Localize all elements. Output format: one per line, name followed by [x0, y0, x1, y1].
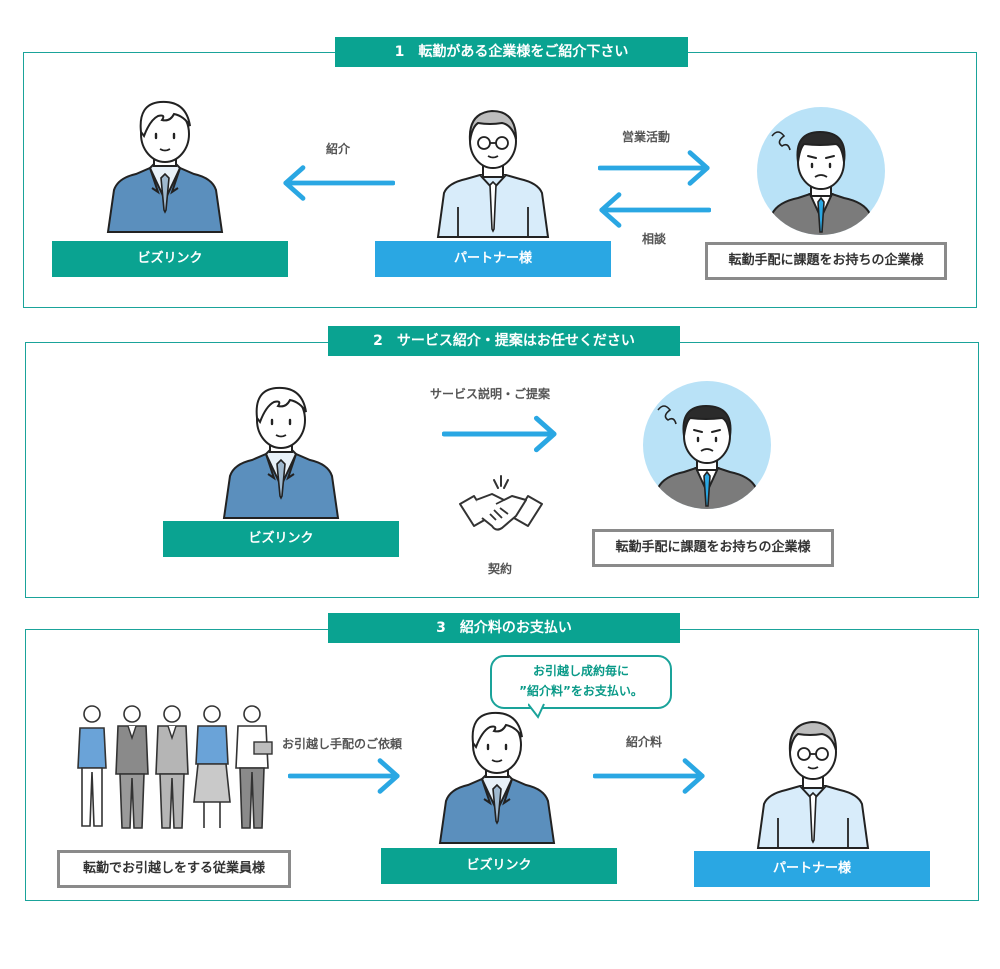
bizlink-person-icon: [100, 92, 230, 237]
employees-label: 転勤でお引越しをする従業員様: [57, 850, 291, 888]
request-caption: お引越し手配のご依頼: [282, 737, 403, 751]
partner-label-3: パートナー様: [694, 851, 930, 887]
employees-group-icon: [70, 702, 276, 834]
worried-company-icon-2: [642, 380, 772, 510]
introduce-arrow-icon: [280, 163, 395, 203]
bizlink-label-2: ビズリンク: [163, 521, 399, 557]
contract-caption: 契約: [488, 562, 513, 576]
section-2-heading: 2 サービス紹介・提案はお任せください: [328, 326, 680, 356]
bubble-line-2: ”紹介料”をお支払い。: [519, 684, 643, 698]
explain-caption: サービス説明・ご提案: [430, 387, 551, 401]
partner-person-icon-3: [748, 708, 878, 853]
consult-caption: 相談: [642, 232, 667, 246]
worried-company-icon: [756, 106, 886, 236]
request-arrow-icon: [288, 756, 403, 796]
bizlink-label: ビズリンク: [52, 241, 288, 277]
fee-arrow-icon: [593, 756, 708, 796]
fee-caption: 紹介料: [626, 735, 663, 749]
fee-speech-bubble: お引越し成約毎に ”紹介料”をお支払い。: [490, 655, 672, 709]
bubble-tail-icon: [528, 703, 548, 719]
partner-person-icon: [428, 97, 558, 242]
introduce-caption: 紹介: [326, 142, 351, 156]
sales-caption: 営業活動: [622, 130, 671, 144]
handshake-icon: [456, 474, 546, 536]
bizlink-person-icon-2: [216, 378, 346, 523]
partner-label: パートナー様: [375, 241, 611, 277]
bizlink-person-icon-3: [432, 703, 562, 848]
bizlink-label-3: ビズリンク: [381, 848, 617, 884]
company-label: 転勤手配に課題をお持ちの企業様: [705, 242, 947, 280]
explain-arrow-icon: [442, 414, 560, 454]
consult-arrow-icon: [596, 190, 711, 230]
company-label-2: 転勤手配に課題をお持ちの企業様: [592, 529, 834, 567]
section-3-heading: 3 紹介料のお支払い: [328, 613, 680, 643]
sales-arrow-icon: [598, 148, 713, 188]
bubble-line-1: お引越し成約毎に: [532, 664, 629, 678]
section-1-heading: 1 転勤がある企業様をご紹介下さい: [335, 37, 688, 67]
